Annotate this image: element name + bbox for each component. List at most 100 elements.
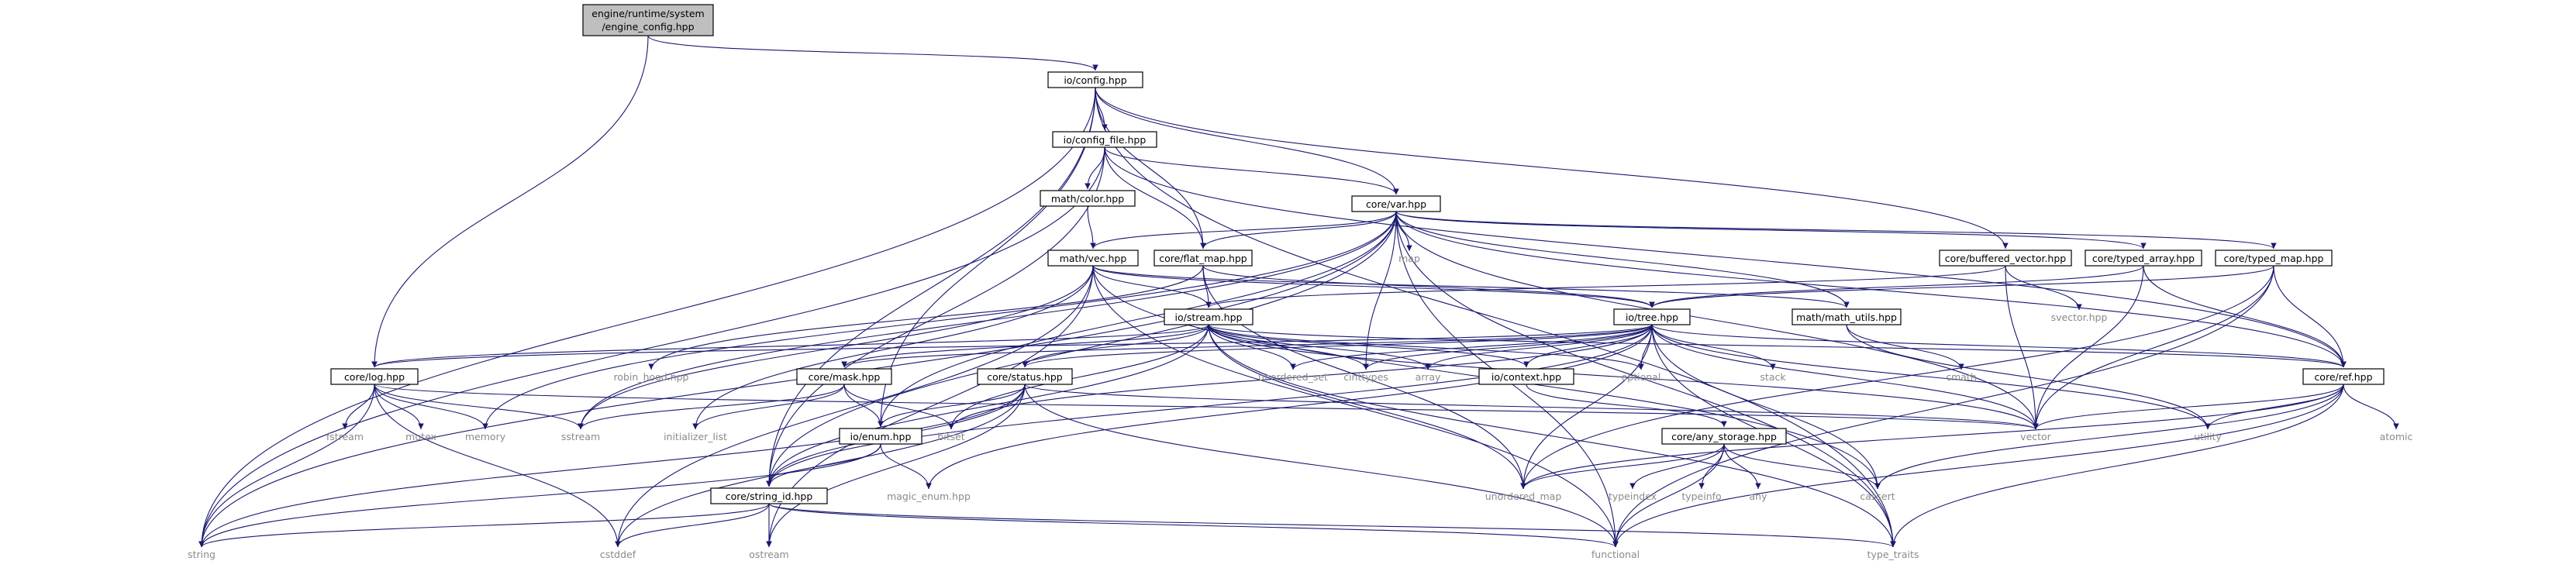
edge-io_stream-to-unordered_map: [1208, 324, 1526, 490]
edge-core_any_storage-to-any: [1723, 443, 1761, 490]
edge-io_stream-to-core_ref: [1208, 324, 2347, 368]
node-typeindex[interactable]: typeindex: [1609, 490, 1657, 502]
node-utility[interactable]: utility: [2194, 431, 2222, 442]
node-core-typed-map[interactable]: core/typed_map.hpp: [2215, 250, 2333, 267]
node-cstddef[interactable]: cstddef: [600, 549, 636, 560]
node-core-status-label: core/status.hpp: [987, 371, 1063, 383]
edge-core_buffered_vector-to-vector: [2005, 265, 2039, 430]
node-type-traits[interactable]: type_traits: [1867, 549, 1919, 560]
node-memory[interactable]: memory: [465, 431, 506, 442]
node-mutex[interactable]: mutex: [405, 431, 436, 442]
edge-core_typed_map-to-io_tree: [1649, 265, 2274, 308]
node-io-tree[interactable]: io/tree.hpp: [1613, 308, 1691, 325]
edge-core_string_id-to-functional: [768, 503, 1619, 548]
edge-core_typed_map-to-vector: [2033, 265, 2274, 430]
edge-root-to-core_log: [371, 35, 649, 368]
node-io-config[interactable]: io/config.hpp: [1047, 71, 1143, 88]
node-io-context[interactable]: io/context.hpp: [1478, 368, 1574, 385]
node-io-stream[interactable]: io/stream.hpp: [1164, 308, 1254, 325]
node-core-mask[interactable]: core/mask.hpp: [796, 368, 892, 385]
edge-io_config_file-to-core_flat_map: [1104, 146, 1206, 250]
edge-io_tree-to-cassert: [1651, 324, 1881, 490]
edge-core_any_storage-to-functional: [1612, 443, 1725, 548]
node-array[interactable]: array: [1416, 371, 1441, 383]
edge-math_vec-to-math_math_utils: [1092, 265, 1850, 308]
node-io-enum-label: io/enum.hpp: [850, 431, 912, 442]
edge-core_typed_map-to-unordered_map: [1520, 265, 2274, 490]
edge-core_typed_array-to-core_ref: [2143, 265, 2347, 368]
edge-core_status-to-string: [198, 384, 1026, 548]
node-core-flat-map-label: core/flat_map.hpp: [1159, 253, 1247, 264]
edge-math_math_utils-to-utility: [1846, 324, 2211, 430]
node-typeinfo[interactable]: typeinfo: [1681, 490, 1721, 502]
node-unordered-set[interactable]: unordered_set: [1258, 371, 1328, 383]
edge-io_tree-to-core_mask: [841, 324, 1653, 368]
node-core-var[interactable]: core/var.hpp: [1351, 195, 1441, 212]
root-node-engine-config[interactable]: engine/runtime/system /engine_config.hpp: [582, 4, 714, 36]
node-magic-enum[interactable]: magic_enum.hpp: [887, 490, 971, 502]
node-core-typed-array[interactable]: core/typed_array.hpp: [2085, 250, 2202, 267]
node-bitset[interactable]: bitset: [937, 431, 965, 442]
node-core-flat-map[interactable]: core/flat_map.hpp: [1154, 250, 1253, 267]
node-initializer-list[interactable]: initializer_list: [664, 431, 727, 442]
dependency-nodes: engine/runtime/system /engine_config.hpp…: [188, 4, 2413, 560]
edge-core_flat_map-to-unordered_map: [1202, 265, 1526, 490]
node-core-buffered-vector-label: core/buffered_vector.hpp: [1945, 253, 2067, 264]
node-map[interactable]: map: [1398, 253, 1420, 264]
edge-core_typed_array-to-io_tree: [1649, 265, 2144, 308]
node-math-math-utils-label: math/math_utils.hpp: [1796, 311, 1897, 323]
node-atomic[interactable]: atomic: [2380, 431, 2413, 442]
node-core-buffered-vector[interactable]: core/buffered_vector.hpp: [1939, 250, 2072, 267]
node-cinttypes[interactable]: cinttypes: [1343, 371, 1388, 383]
node-svector[interactable]: svector.hpp: [2051, 311, 2108, 323]
node-string[interactable]: string: [188, 549, 216, 560]
node-io-tree-label: io/tree.hpp: [1626, 311, 1678, 323]
node-ostream[interactable]: ostream: [749, 549, 788, 560]
edge-core_log-to-memory: [374, 384, 488, 430]
node-io-enum[interactable]: io/enum.hpp: [839, 428, 922, 445]
node-core-any-storage[interactable]: core/any_storage.hpp: [1661, 428, 1787, 445]
edge-math_color-to-math_vec: [1087, 205, 1096, 250]
node-fstream[interactable]: fstream: [326, 431, 364, 442]
node-math-vec-label: math/vec.hpp: [1060, 253, 1127, 264]
dependency-edges: [198, 35, 2399, 548]
edge-core_any_storage-to-cassert: [1723, 443, 1881, 490]
node-cmath[interactable]: cmath: [1946, 371, 1977, 383]
node-optional[interactable]: optional: [1622, 371, 1661, 383]
node-math-math-utils[interactable]: math/math_utils.hpp: [1791, 308, 1902, 325]
edge-io_config-to-io_enum: [878, 87, 1096, 428]
node-core-log[interactable]: core/log.hpp: [330, 368, 419, 385]
node-unordered-map[interactable]: unordered_map: [1485, 490, 1562, 502]
node-robin-hood[interactable]: robin_hood.hpp: [613, 371, 688, 383]
node-io-config-file[interactable]: io/config_file.hpp: [1052, 131, 1157, 148]
edge-core_typed_array-to-vector: [2033, 265, 2144, 430]
edge-io_config_file-to-core_var: [1104, 146, 1399, 195]
node-sstream[interactable]: sstream: [561, 431, 600, 442]
edge-core_var-to-core_typed_map: [1395, 211, 2277, 250]
node-stack[interactable]: stack: [1760, 371, 1786, 383]
edge-core_status-to-vector: [1024, 384, 2039, 430]
node-core-status[interactable]: core/status.hpp: [977, 368, 1073, 385]
edge-core_ref-to-unordered_map: [1520, 384, 2344, 490]
node-core-mask-label: core/mask.hpp: [809, 371, 881, 383]
edge-io_tree-to-utility: [1651, 324, 2211, 430]
node-math-color[interactable]: math/color.hpp: [1040, 190, 1136, 207]
node-any[interactable]: any: [1750, 490, 1768, 502]
node-math-vec[interactable]: math/vec.hpp: [1047, 250, 1139, 267]
edge-math_vec-to-functional: [1092, 265, 1619, 548]
edge-core_log-to-mutex: [374, 384, 424, 430]
edge-core_log-to-vector: [374, 384, 2039, 430]
node-core-ref[interactable]: core/ref.hpp: [2302, 368, 2385, 385]
edge-core_log-to-fstream: [342, 384, 375, 430]
node-cassert[interactable]: cassert: [1860, 490, 1895, 502]
edge-core_typed_map-to-functional: [1612, 265, 2274, 548]
edge-io_stream-to-core_log: [371, 324, 1209, 368]
node-core-string-id[interactable]: core/string_id.hpp: [710, 487, 828, 504]
edge-core_flat_map-to-io_tree: [1202, 265, 1655, 308]
edge-io_tree-to-vector: [1651, 324, 2039, 430]
edge-core_ref-to-type_traits: [1890, 384, 2344, 548]
node-vector[interactable]: vector: [2020, 431, 2052, 442]
edge-io_tree-to-unordered_set: [1290, 324, 1653, 370]
node-functional[interactable]: functional: [1591, 549, 1640, 560]
edge-core_log-to-string: [198, 384, 375, 548]
